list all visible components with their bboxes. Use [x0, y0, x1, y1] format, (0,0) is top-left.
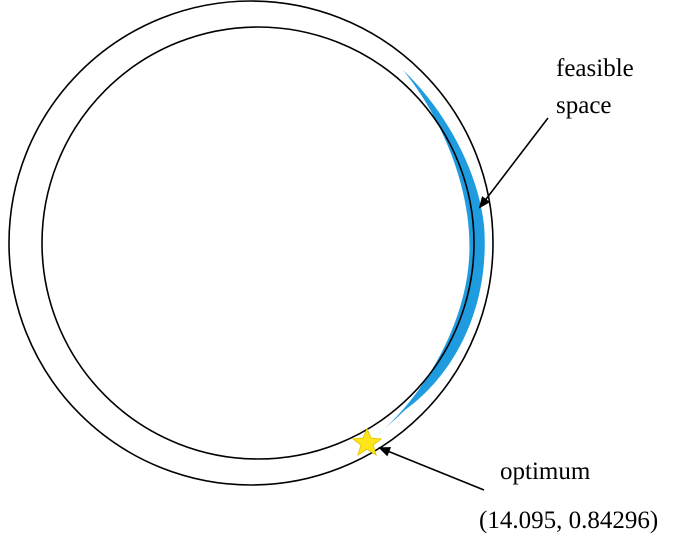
constraint-circle-right: [41, 26, 475, 460]
optimum-value-label: (14.095, 0.84296): [479, 507, 658, 534]
optimum-label: optimum: [500, 458, 591, 485]
optimum-star-icon: [351, 427, 383, 457]
feasible-space-arrow-icon: [478, 117, 549, 209]
feasible-region: [376, 70, 485, 436]
constraint-circle-left: [8, 0, 494, 486]
optimum-arrow-icon: [378, 447, 485, 491]
feasible-label-line2: space: [556, 92, 612, 119]
feasible-label-line1: feasible: [556, 55, 634, 82]
